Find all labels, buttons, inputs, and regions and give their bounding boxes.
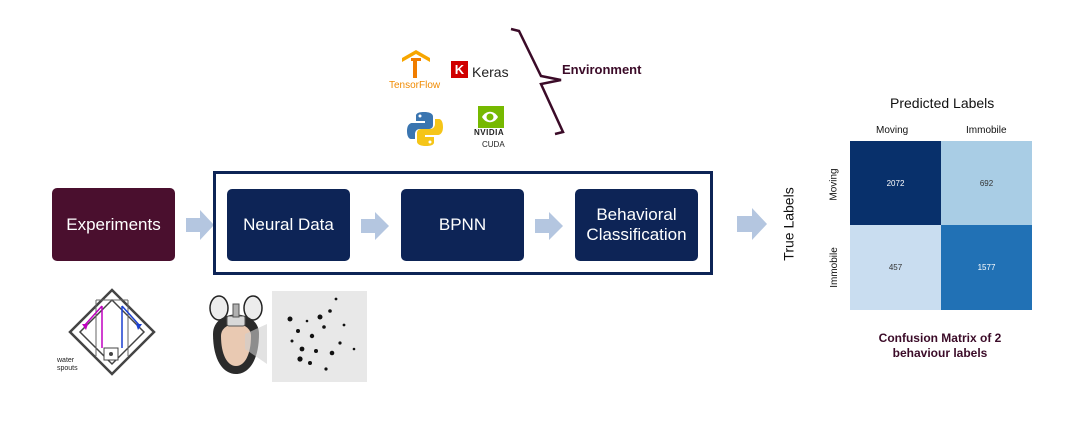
neural-data-box: Neural Data [227,189,350,261]
bpnn-box: BPNN [401,189,524,261]
maze-diagram [68,288,156,376]
water-spouts-label: water spouts [57,357,78,372]
mouse-head-illustration [209,295,267,374]
matrix-cell: 1577 [941,225,1032,310]
arrow-right-icon [737,208,767,240]
nvidia-logo [478,106,504,128]
arrow-right-icon [186,210,214,240]
pipeline-frame [213,171,713,275]
python-logo [407,112,443,146]
behavioral-classification-box: Behavioral Classification [575,189,698,261]
matrix-cell: 457 [850,225,941,310]
arrow-right-icon [535,212,563,240]
cuda-label: CUDA [482,140,505,149]
tensorflow-logo [402,50,430,78]
matrix-cell: 2072 [850,141,941,225]
arrow-right-icon [361,212,389,240]
environment-brace [510,27,565,136]
experiments-box: Experiments [52,188,175,261]
true-labels-title: True Labels [780,187,797,261]
nvidia-label: NVIDIA [474,128,505,137]
row-label-moving: Moving [828,168,840,201]
tensorflow-label: TensorFlow [389,80,441,91]
predicted-labels-title: Predicted Labels [890,95,995,111]
neural-imaging-image [272,291,367,382]
keras-label: Keras [472,64,509,80]
column-label-immobile: Immobile [966,125,1007,136]
column-label-moving: Moving [876,125,909,136]
row-label-immobile: Immobile [828,247,840,288]
environment-label: Environment [562,62,642,77]
keras-logo: K [451,61,468,78]
matrix-cell: 692 [941,141,1032,225]
confusion-matrix-caption: Confusion Matrix of 2 behaviour labels [878,331,1002,360]
